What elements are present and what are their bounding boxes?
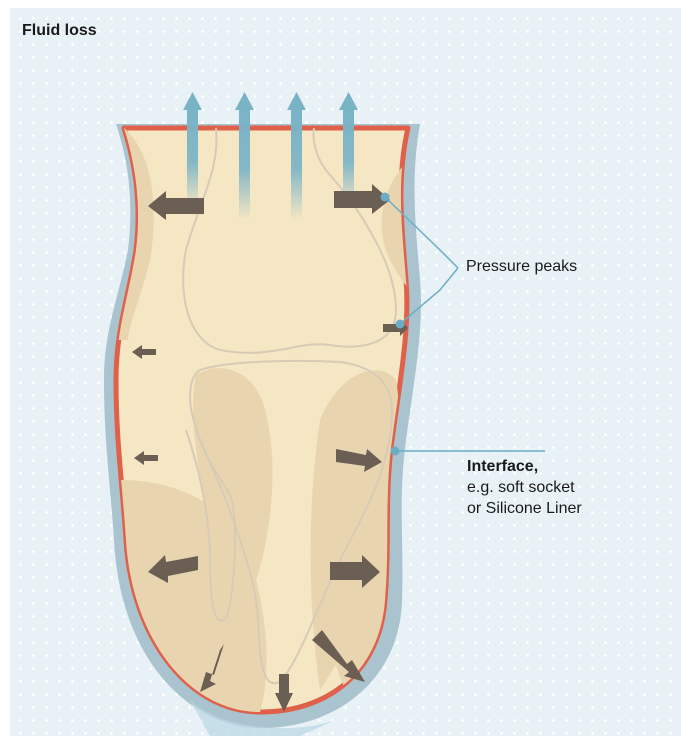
- leader-dot-pressure-top: [381, 193, 390, 202]
- interface-label-line2: or Silicone Liner: [467, 498, 582, 519]
- interface-label: Interface, e.g. soft socket or Silicone …: [467, 456, 582, 519]
- leader-dot-interface: [391, 447, 400, 456]
- diagram-title: Fluid loss: [22, 22, 97, 40]
- leader-dot-pressure-bottom: [396, 320, 405, 329]
- interface-label-line1: e.g. soft socket: [467, 477, 582, 498]
- pressure-peaks-label: Pressure peaks: [466, 258, 577, 276]
- interface-label-title: Interface,: [467, 456, 582, 477]
